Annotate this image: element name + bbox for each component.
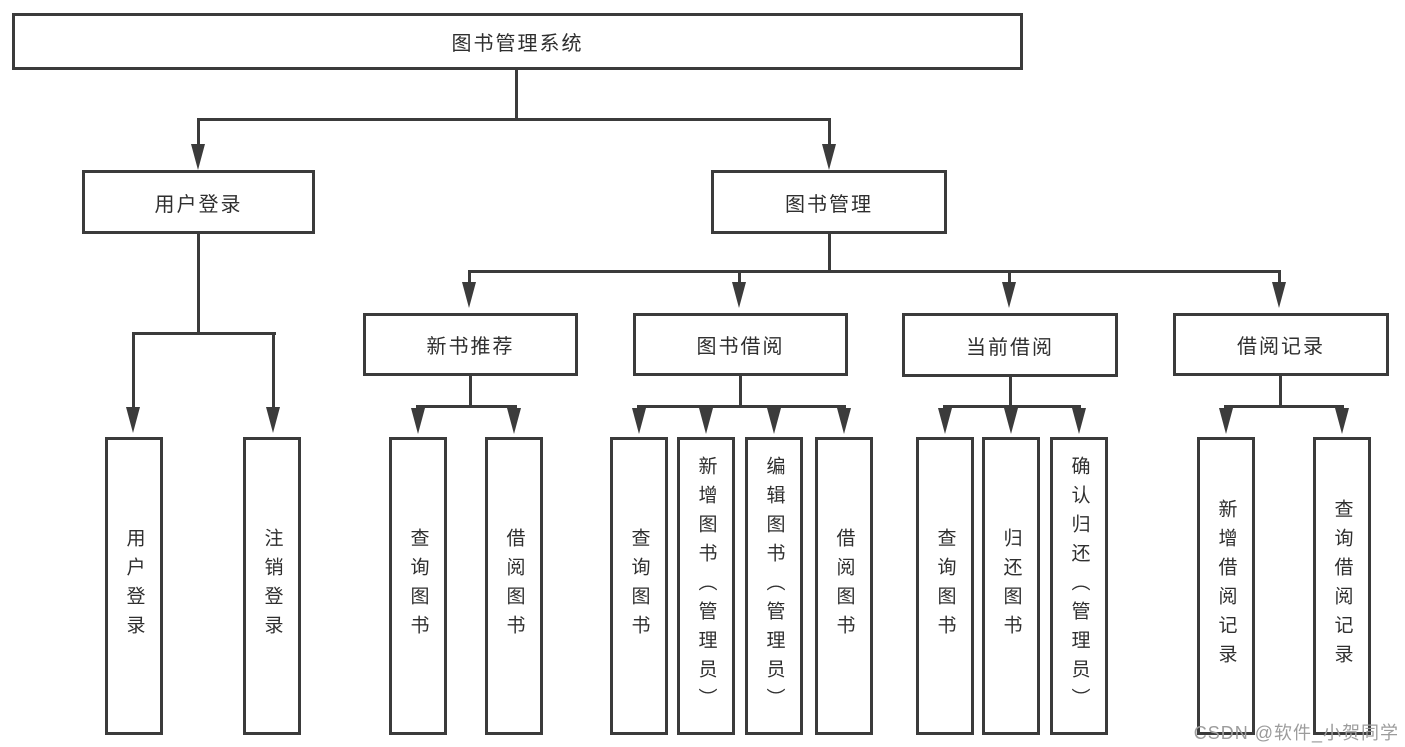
arrowhead-to-leaf-query-books-current	[938, 408, 952, 434]
root-hbar-line	[197, 118, 831, 121]
arrowhead-to-leaf-borrow-books-borrowing	[837, 408, 851, 434]
book-borrowing-hbar-line	[637, 405, 846, 408]
leaf-borrow-books-borrowing-label: 借阅图书	[833, 528, 855, 644]
node-borrowing-records: 借阅记录	[1173, 313, 1389, 376]
root-stub-left-line	[197, 118, 200, 146]
user-login-stub-left-line	[132, 332, 135, 408]
leaf-query-borrow-record: 查询借阅记录	[1313, 437, 1371, 735]
node-user-login-label: 用户登录	[154, 193, 243, 216]
arrowhead-to-leaf-user-login	[126, 407, 140, 433]
leaf-logout: 注销登录	[243, 437, 301, 735]
current-borrowing-stem-line	[1009, 377, 1012, 407]
leaf-edit-book-admin-label: 编辑图书（管理员）	[763, 455, 785, 717]
leaf-confirm-return-admin: 确认归还（管理员）	[1050, 437, 1108, 735]
leaf-query-books-current: 查询图书	[916, 437, 974, 735]
leaf-borrow-books-newbook: 借阅图书	[485, 437, 543, 735]
leaf-confirm-return-admin-label: 确认归还（管理员）	[1068, 455, 1090, 717]
node-library-system-label: 图书管理系统	[451, 33, 584, 55]
leaf-query-borrow-record-label: 查询借阅记录	[1331, 499, 1353, 673]
leaf-add-borrow-record-label: 新增借阅记录	[1215, 499, 1237, 673]
arrowhead-to-leaf-logout	[266, 407, 280, 433]
leaf-query-books-borrowing-label: 查询图书	[628, 528, 650, 644]
new-book-hbar-line	[416, 405, 517, 408]
book-mgmt-hbar-line	[468, 270, 1281, 273]
root-stub-right-line	[828, 118, 831, 146]
arrowhead-to-leaf-edit-book-admin	[767, 408, 781, 434]
leaf-logout-label: 注销登录	[261, 528, 283, 644]
borrowing-records-stem-line	[1279, 376, 1282, 407]
leaf-query-books-borrowing: 查询图书	[610, 437, 668, 735]
arrowhead-to-leaf-return-books	[1004, 408, 1018, 434]
node-borrowing-records-label: 借阅记录	[1237, 336, 1325, 358]
arrowhead-to-leaf-borrow-books-newbook	[507, 408, 521, 434]
arrowhead-to-leaf-query-books-newbook	[411, 408, 425, 434]
node-library-system: 图书管理系统	[12, 13, 1023, 70]
arrowhead-to-book-borrowing	[732, 282, 746, 308]
arrowhead-to-leaf-confirm-return-admin	[1072, 408, 1086, 434]
node-book-management-label: 图书管理	[785, 193, 873, 216]
leaf-query-books-newbook: 查询图书	[389, 437, 447, 735]
node-new-book-recommend: 新书推荐	[363, 313, 578, 376]
leaf-query-books-newbook-label: 查询图书	[407, 528, 429, 644]
node-current-borrowing: 当前借阅	[902, 313, 1118, 377]
arrowhead-to-leaf-query-books-borrowing	[632, 408, 646, 434]
arrowhead-to-leaf-query-borrow-record	[1335, 408, 1349, 434]
book-mgmt-stem-line	[828, 234, 831, 272]
leaf-return-books-label: 归还图书	[1000, 528, 1022, 644]
node-book-borrowing-label: 图书借阅	[696, 336, 785, 358]
leaf-add-book-admin: 新增图书（管理员）	[677, 437, 735, 735]
root-stem-line	[515, 70, 518, 119]
arrowhead-to-current-borrowing	[1002, 282, 1016, 308]
node-current-borrowing-label: 当前借阅	[966, 336, 1054, 359]
book-mgmt-stub3-line	[1008, 270, 1011, 284]
current-borrowing-hbar-line	[943, 405, 1081, 408]
arrowhead-to-user-login	[191, 144, 205, 170]
user-login-stem-line	[197, 234, 200, 334]
new-book-stem-line	[469, 376, 472, 407]
leaf-borrow-books-newbook-label: 借阅图书	[503, 528, 525, 644]
leaf-user-login-label: 用户登录	[123, 528, 145, 644]
leaf-add-borrow-record: 新增借阅记录	[1197, 437, 1255, 735]
leaf-return-books: 归还图书	[982, 437, 1040, 735]
user-login-hbar-line	[132, 332, 276, 335]
book-mgmt-stub2-line	[738, 270, 741, 284]
book-mgmt-stub4-line	[1278, 270, 1281, 284]
arrowhead-to-book-management	[822, 144, 836, 170]
leaf-add-book-admin-label: 新增图书（管理员）	[695, 455, 717, 717]
node-book-borrowing: 图书借阅	[633, 313, 848, 376]
node-new-book-recommend-label: 新书推荐	[426, 336, 515, 358]
book-borrowing-stem-line	[739, 376, 742, 407]
leaf-edit-book-admin: 编辑图书（管理员）	[745, 437, 803, 735]
book-mgmt-stub1-line	[468, 270, 471, 284]
arrowhead-to-leaf-add-book-admin	[699, 408, 713, 434]
leaf-query-books-current-label: 查询图书	[934, 528, 956, 644]
node-user-login: 用户登录	[82, 170, 315, 234]
borrowing-records-hbar-line	[1224, 405, 1344, 408]
user-login-stub-right-line	[272, 332, 275, 408]
arrowhead-to-leaf-add-borrow-record	[1219, 408, 1233, 434]
leaf-borrow-books-borrowing: 借阅图书	[815, 437, 873, 735]
arrowhead-to-borrowing-records	[1272, 282, 1286, 308]
leaf-user-login: 用户登录	[105, 437, 163, 735]
node-book-management: 图书管理	[711, 170, 947, 234]
arrowhead-to-new-book-recommend	[462, 282, 476, 308]
watermark: CSDN @软件_小贺同学	[1193, 723, 1399, 743]
